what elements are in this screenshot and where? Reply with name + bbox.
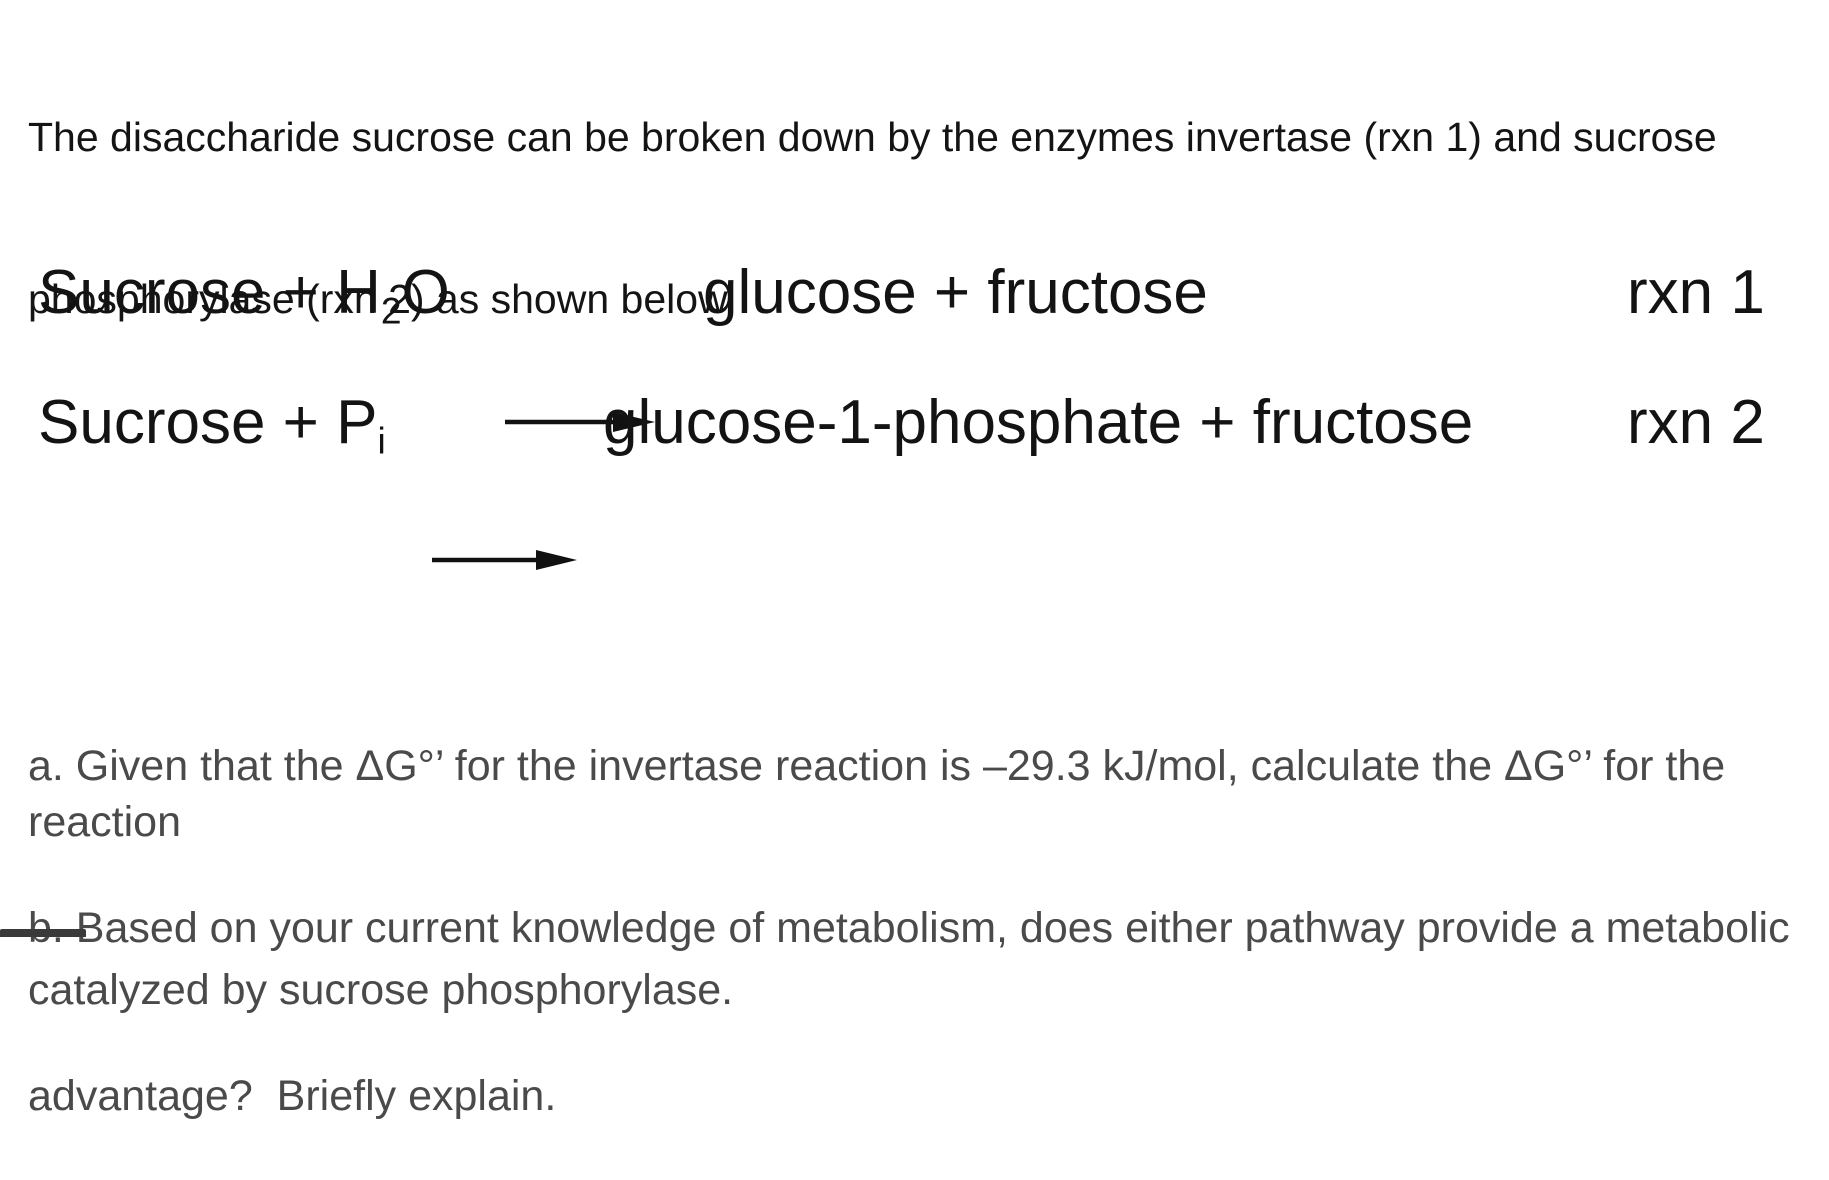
question-a-line-1: a. Given that the ΔG°’ for the invertase… <box>28 742 1738 846</box>
reaction-1-subscript: 2 <box>380 289 402 332</box>
question-b: b. Based on your current knowledge of me… <box>28 788 1790 1180</box>
reaction-1-arrow-icon <box>503 277 655 475</box>
reaction-2-reactants: Sucrose + Pi <box>38 390 386 473</box>
intro-line-2: phosphorylase (rxn 2) as shown below. <box>28 276 737 322</box>
reaction-1-row: Sucrose + H2O glucose + fructose rxn 1 <box>0 258 1829 432</box>
reaction-2-row: Sucrose + Pi glucose-1-phosphate + fruct… <box>0 388 1829 570</box>
reaction-2-subscript: i <box>377 419 386 462</box>
reaction-1-reactants: Sucrose + H2O <box>38 260 450 343</box>
question-b-line-1: b. Based on your current knowledge of me… <box>28 904 1790 952</box>
question-b-line-2: advantage? Briefly explain. <box>28 1072 557 1120</box>
reaction-2-reactants-main: Sucrose + P <box>38 388 378 457</box>
reaction-2-arrow-icon <box>430 415 577 613</box>
reaction-2-label: rxn 2 <box>1627 388 1765 457</box>
reaction-1-products: glucose + fructose <box>703 258 1208 327</box>
reaction-1-reactants-tail: O <box>401 258 450 327</box>
reaction-2-products: glucose-1-phosphate + fructose <box>603 388 1474 457</box>
reaction-1-label: rxn 1 <box>1627 258 1765 327</box>
intro-paragraph: The disaccharide sucrose can be broken d… <box>28 2 1717 380</box>
bottom-edge-artifact <box>0 929 86 937</box>
intro-line-1: The disaccharide sucrose can be broken d… <box>28 114 1717 160</box>
reaction-1-reactants-main: Sucrose + H <box>38 258 381 327</box>
